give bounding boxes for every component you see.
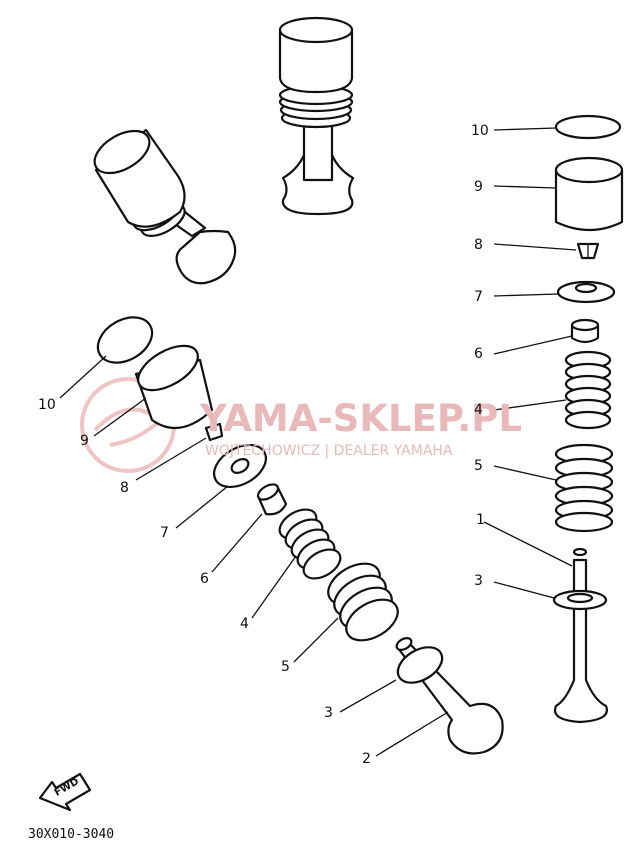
label-right-5: 5 [474,458,483,474]
valve-right [552,547,609,724]
label-left-2: 2 [362,751,371,767]
assembled-valve-top [278,16,355,216]
inner-spring-left [278,508,342,580]
label-right-10: 10 [471,123,489,139]
label-left-7: 7 [160,525,169,541]
label-left-10: 10 [38,397,56,413]
label-right-4: 4 [474,402,483,418]
inner-spring-right [564,350,612,430]
label-right-9: 9 [474,179,483,195]
valve-lifter-left [134,344,214,430]
shim-right [554,114,622,140]
label-left-3: 3 [324,705,333,721]
label-left-9: 9 [80,433,89,449]
shim-left [96,316,154,364]
label-right-6: 6 [474,346,483,362]
valve-left [395,637,504,755]
outer-spring-left [327,562,399,642]
label-right-7: 7 [474,289,483,305]
label-right-1: 1 [476,512,485,528]
assembled-valve-left [93,128,237,285]
diagram-code: 30X010-3040 [28,827,115,842]
valve-cotter-left [204,422,224,442]
watermark-subtitle: WOJTECHOWICZ | DEALER YAMAHA [205,443,453,459]
stem-seal-left [256,483,288,516]
watermark-title: YAMA-SKLEP.PL [200,397,522,440]
stem-seal-right [570,318,600,344]
label-left-5: 5 [281,659,290,675]
outer-spring-right [554,443,614,533]
valve-lifter-right [554,156,624,232]
label-left-4: 4 [240,616,249,632]
valve-cotter-right [576,242,600,260]
label-right-3: 3 [474,573,483,589]
label-left-6: 6 [200,571,209,587]
label-left-8: 8 [120,480,129,496]
spring-retainer-right [556,280,616,304]
fwd-arrow-icon [38,772,92,812]
spring-retainer-left [213,443,267,489]
label-right-8: 8 [474,237,483,253]
